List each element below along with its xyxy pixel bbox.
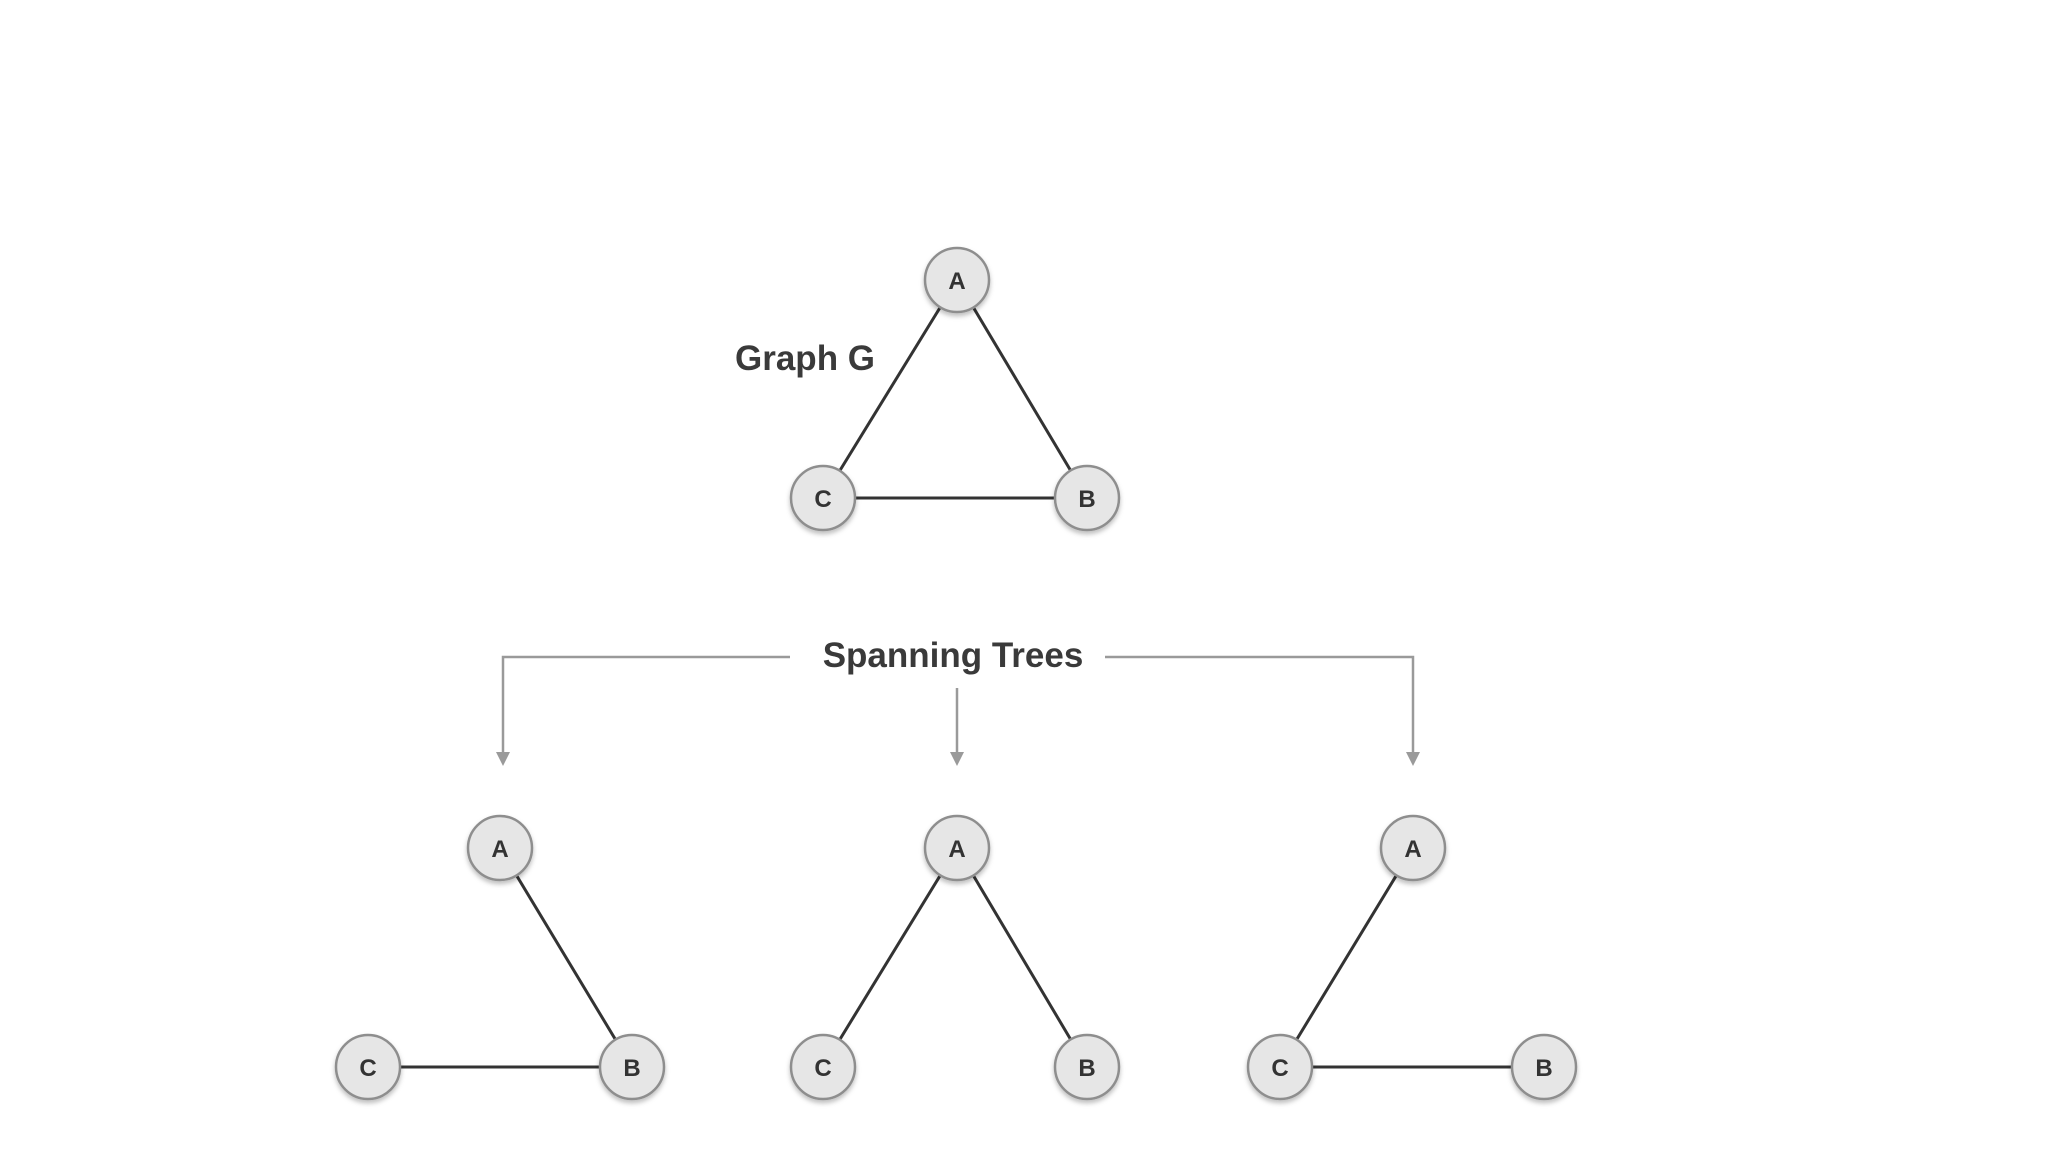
- tree-1-node-c-label: C: [359, 1055, 376, 1082]
- graph-g-node-c: C: [789, 464, 857, 532]
- tree-3-node-a-circle: [1379, 814, 1447, 882]
- tree-1-node-a: A: [466, 814, 534, 882]
- graph-g-label: Graph G: [735, 339, 875, 378]
- tree-1-node-a-circle: [466, 814, 534, 882]
- graph-g-node-b-label: B: [1078, 486, 1095, 513]
- connector-right-arrowhead: [1406, 752, 1420, 766]
- tree-3-node-a-label: A: [1404, 836, 1421, 863]
- graph-g-edge-a-b: [955, 279, 1089, 499]
- graph-g-node-b: B: [1053, 464, 1121, 532]
- graph-g-node-b-circle: [1053, 464, 1121, 532]
- graph-g-node-c-label: C: [814, 486, 831, 513]
- tree-3-node-c: C: [1246, 1033, 1314, 1101]
- spanning-tree-2: A B C: [789, 814, 1121, 1101]
- graph-g-node-a-circle: [923, 246, 991, 314]
- spanning-tree-3: A B C: [1246, 814, 1578, 1101]
- tree-2-node-a: A: [923, 814, 991, 882]
- tree-3-node-b-circle: [1510, 1033, 1578, 1101]
- graph-g-node-c-circle: [789, 464, 857, 532]
- tree-2-edge-a-b: [955, 847, 1089, 1068]
- tree-3-edge-a-c: [1278, 847, 1415, 1068]
- spanning-tree-1: A B C: [334, 814, 666, 1101]
- connector-center-arrowhead: [950, 752, 964, 766]
- spanning-trees-connector: [496, 655, 1420, 766]
- tree-3-node-b-label: B: [1535, 1055, 1552, 1082]
- tree-2-node-c: C: [789, 1033, 857, 1101]
- tree-2-node-c-label: C: [814, 1055, 831, 1082]
- tree-3-node-b: B: [1510, 1033, 1578, 1101]
- tree-1-node-b: B: [598, 1033, 666, 1101]
- tree-2-edge-a-c: [821, 847, 959, 1068]
- graph-g-node-a: A: [923, 246, 991, 314]
- tree-2-node-c-circle: [789, 1033, 857, 1101]
- tree-2-node-a-label: A: [948, 836, 965, 863]
- graph-g-edge-a-c: [821, 279, 959, 499]
- tree-3-node-a: A: [1379, 814, 1447, 882]
- graph-g: A B C: [789, 246, 1121, 532]
- tree-2-node-b: B: [1053, 1033, 1121, 1101]
- connector-left-line: [501, 655, 790, 752]
- tree-1-node-b-label: B: [623, 1055, 640, 1082]
- tree-1-node-a-label: A: [491, 836, 508, 863]
- spanning-trees-label: Spanning Trees: [823, 636, 1084, 675]
- connector-right-line: [1105, 655, 1415, 752]
- tree-3-node-c-circle: [1246, 1033, 1314, 1101]
- tree-3-node-c-label: C: [1271, 1055, 1288, 1082]
- tree-1-node-c: C: [334, 1033, 402, 1101]
- tree-2-node-a-circle: [923, 814, 991, 882]
- tree-2-node-b-circle: [1053, 1033, 1121, 1101]
- tree-1-node-c-circle: [334, 1033, 402, 1101]
- connector-left-arrowhead: [496, 752, 510, 766]
- tree-2-node-b-label: B: [1078, 1055, 1095, 1082]
- graph-g-node-a-label: A: [948, 268, 965, 295]
- tree-1-node-b-circle: [598, 1033, 666, 1101]
- tree-1-edge-a-b: [498, 847, 634, 1068]
